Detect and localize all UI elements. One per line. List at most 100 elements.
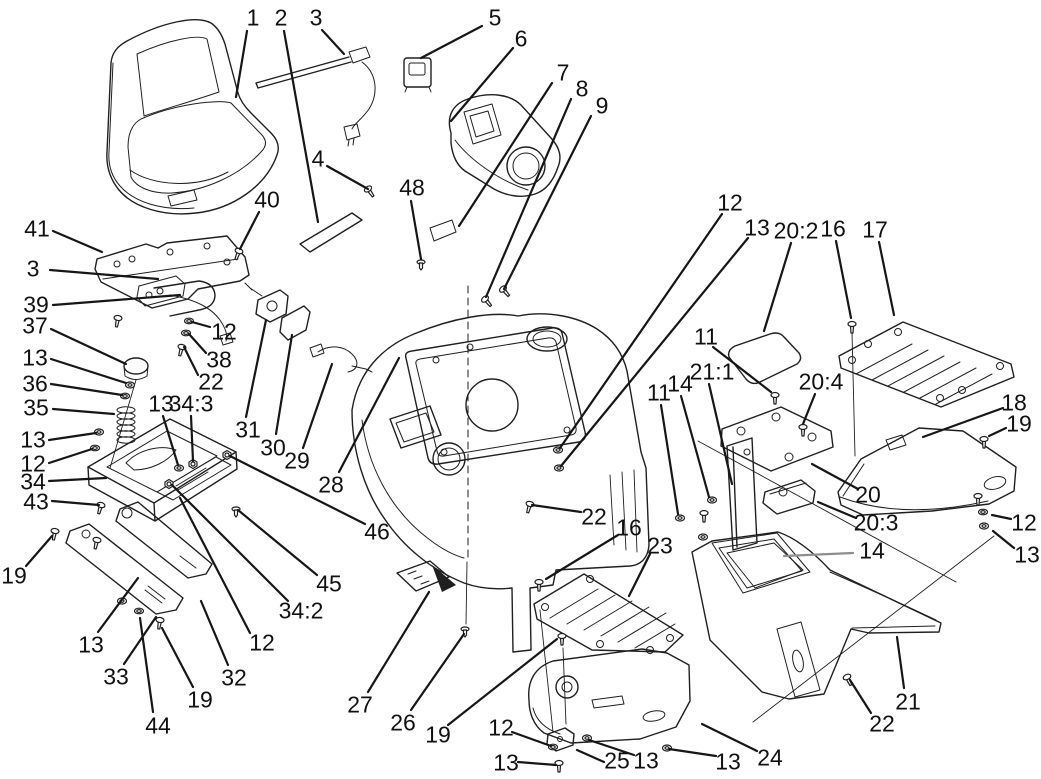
fuel-filler-inner <box>532 330 562 348</box>
leader-line-45 <box>236 508 319 577</box>
harness-connector <box>309 343 325 358</box>
seat-assembly <box>106 19 280 215</box>
gusset <box>776 621 821 698</box>
callout-23: 23 <box>647 532 673 558</box>
rail-left-slot <box>144 585 166 604</box>
callout-36: 36 <box>22 370 48 396</box>
screw-hardware <box>96 501 106 515</box>
callout-13: 13 <box>78 631 104 657</box>
leader-line-21:1 <box>707 382 734 486</box>
seat-deck-opening-inner <box>415 337 577 457</box>
callout-22: 22 <box>198 368 224 394</box>
leader-line-22 <box>848 678 873 715</box>
leader-line-34 <box>47 476 108 483</box>
bracket-20-3-hole <box>778 487 788 497</box>
callout-13: 13 <box>744 214 770 240</box>
leader-line-19 <box>446 637 559 727</box>
hinge-plate <box>396 560 450 592</box>
callout-34:3: 34:3 <box>169 390 214 416</box>
callout-22: 22 <box>869 710 895 736</box>
leader-line-38 <box>187 332 208 355</box>
callout-31: 31 <box>235 416 261 442</box>
cable-wire <box>351 61 376 130</box>
leader-line-19 <box>160 626 195 689</box>
leader-line-16 <box>544 533 620 581</box>
trim-strip <box>299 212 363 253</box>
callout-46: 46 <box>364 518 390 544</box>
leader-line-24 <box>700 722 759 753</box>
callout-6: 6 <box>515 25 528 51</box>
callout-22: 22 <box>581 503 607 529</box>
leader-line-13 <box>47 431 98 442</box>
leader-line-19 <box>24 534 54 568</box>
callout-39: 39 <box>23 291 49 317</box>
floor-pan-left <box>528 648 691 752</box>
callout-20:3: 20:3 <box>854 509 899 535</box>
latch-handle-rod <box>153 280 216 317</box>
harness-wire <box>317 346 373 373</box>
console-pocket <box>463 103 502 145</box>
rivet-hardware <box>460 626 470 638</box>
screw-hardware <box>113 314 123 328</box>
seat-switch-cable <box>255 46 376 147</box>
leader-line-21 <box>895 635 906 690</box>
leader-line-8 <box>484 97 573 299</box>
callout-12: 12 <box>20 450 46 476</box>
bracket-20-3 <box>762 479 816 515</box>
screw-hardware <box>480 295 493 308</box>
frame-opening <box>106 430 218 493</box>
screw-hardware <box>234 247 244 261</box>
footrest-right <box>838 321 1015 457</box>
nut-hardware <box>706 496 718 504</box>
callout-33: 33 <box>103 663 129 689</box>
callout-21: 21 <box>895 688 921 714</box>
leader-line-43 <box>50 499 101 507</box>
callout-13: 13 <box>633 747 659 773</box>
leader-line-4 <box>325 164 370 191</box>
floor-pan-right-band <box>839 463 989 511</box>
callout-43: 43 <box>23 488 49 514</box>
deck-center-hole <box>465 378 519 432</box>
decal-20-2 <box>727 332 802 385</box>
bracket-20-3-line <box>769 482 807 495</box>
leader-line-37 <box>49 327 128 366</box>
slide-rails <box>65 501 213 615</box>
seat-back-panel <box>136 36 220 117</box>
floor-pan-left-lip <box>532 707 561 735</box>
leader-line-29 <box>301 362 334 450</box>
callout-5: 5 <box>489 4 502 30</box>
latch-plate <box>279 305 311 341</box>
washer-hardware <box>977 508 989 516</box>
leader-line-1 <box>234 29 249 99</box>
bolt-hardware <box>164 478 174 490</box>
callout-16: 16 <box>820 215 846 241</box>
callout-1: 1 <box>247 4 260 30</box>
leader-line-9 <box>502 114 593 291</box>
latch-bracket-hole <box>156 287 164 295</box>
leader-line-26 <box>409 632 466 712</box>
callout-20: 20 <box>855 481 881 507</box>
callout-13: 13 <box>1014 541 1040 567</box>
callout-20:4: 20:4 <box>799 368 844 394</box>
fender-body <box>351 285 650 653</box>
leader-line-3 <box>48 268 160 281</box>
seat-front-seam <box>129 169 229 184</box>
callout-34:2: 34:2 <box>279 597 324 623</box>
callout-19: 19 <box>187 686 213 712</box>
callout-38: 38 <box>206 346 232 372</box>
leader-line-13 <box>516 760 558 767</box>
callout-12: 12 <box>1011 509 1037 535</box>
bracket-25-hole <box>557 736 563 742</box>
mount-plate-outline <box>94 235 250 309</box>
leader-line-20 <box>810 462 860 491</box>
callout-13: 13 <box>22 344 48 370</box>
switch-face <box>408 62 426 76</box>
leader-line-27 <box>366 590 431 694</box>
fuel-filler-hole <box>526 326 568 352</box>
leader-line-33 <box>122 615 158 666</box>
rail-right <box>115 501 213 579</box>
leader-line-34:2 <box>170 483 290 603</box>
nut-hardware <box>124 381 136 389</box>
